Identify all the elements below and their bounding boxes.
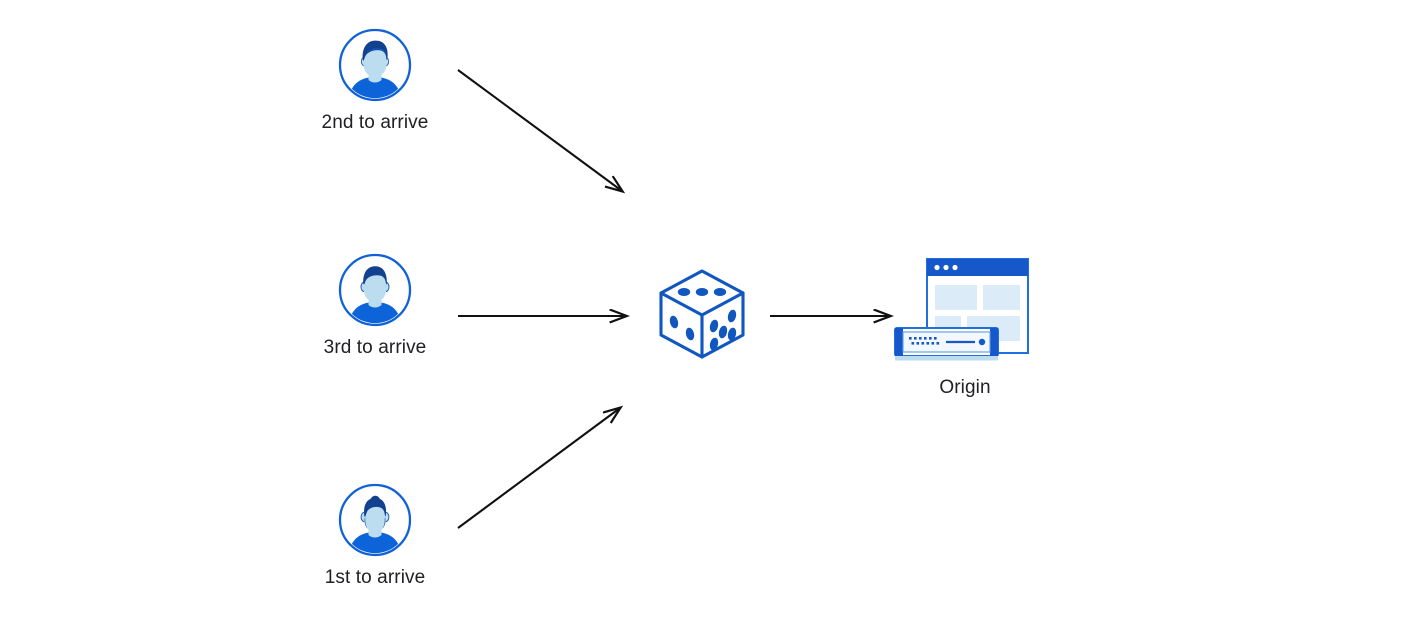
arrow-2nd-to-dice [457,69,622,191]
user-avatar-icon [338,28,412,102]
node-dice[interactable] [650,262,754,366]
user-avatar-icon [338,483,412,557]
node-label-person-1st: 1st to arrive [324,567,426,588]
browser-window [926,258,1029,354]
server-device [894,327,999,361]
origin-server-icon [890,255,1040,367]
node-person-3rd[interactable]: 3rd to arrive [296,253,454,360]
node-label-person-2nd: 2nd to arrive [321,112,429,133]
node-person-1st[interactable]: 1st to arrive [296,483,454,590]
user-avatar-icon [338,253,412,327]
dice-cube-icon [650,262,754,366]
node-origin[interactable]: Origin [890,255,1040,400]
node-label-origin: Origin [939,377,991,398]
node-label-person-3rd: 3rd to arrive [323,337,427,358]
node-person-2nd[interactable]: 2nd to arrive [296,28,454,135]
arrow-1st-to-dice [457,408,620,529]
